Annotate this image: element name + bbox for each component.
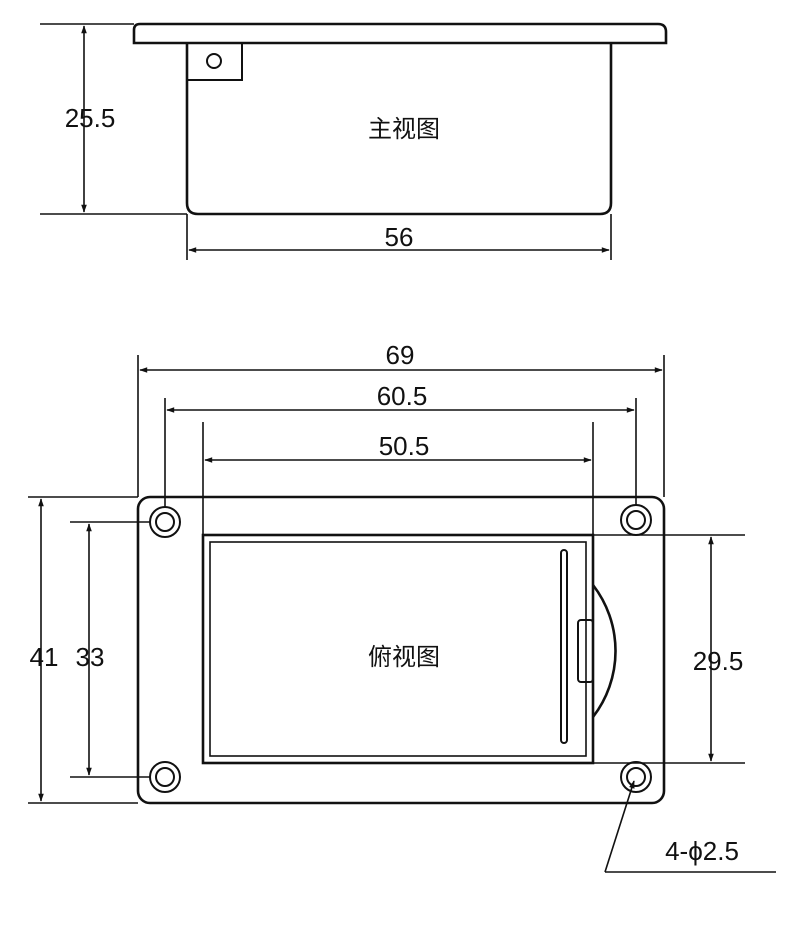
dim-29-5-label: 29.5	[693, 646, 744, 676]
mounting-hole-bottom-left	[149, 761, 181, 793]
front-view-flange	[132, 22, 668, 45]
hole-callout-leader	[604, 780, 635, 873]
top-view: 俯视图 69 60.5 50.5 41 33 29.5	[28, 340, 776, 873]
dim-50-5-label: 50.5	[379, 431, 430, 461]
mounting-hole-bottom-right	[620, 761, 652, 793]
front-width-dimension-label: 56	[385, 222, 414, 252]
cover-latch-tab	[577, 619, 594, 683]
front-view-tab	[186, 42, 243, 81]
dim-60-5-label: 60.5	[377, 381, 428, 411]
hole-callout-label: 4-ϕ2.5	[665, 836, 739, 866]
dim-33-label: 33	[76, 642, 105, 672]
dim-41-label: 41	[30, 642, 59, 672]
top-view-label: 俯视图	[368, 643, 440, 671]
cavity-slot	[560, 549, 568, 744]
cavity-inner	[209, 541, 587, 757]
front-view-body	[185, 43, 613, 216]
dim-69-label: 69	[386, 340, 415, 370]
top-view-plate	[136, 495, 666, 805]
mounting-hole-top-right	[620, 504, 652, 536]
cover-latch-arc	[591, 584, 617, 718]
front-view: 25.5 56 主视图	[40, 22, 668, 260]
front-view-tab-hole	[206, 53, 222, 69]
front-height-dimension-label: 25.5	[65, 103, 116, 133]
mounting-hole-top-left	[149, 506, 181, 538]
front-view-label: 主视图	[368, 115, 440, 143]
